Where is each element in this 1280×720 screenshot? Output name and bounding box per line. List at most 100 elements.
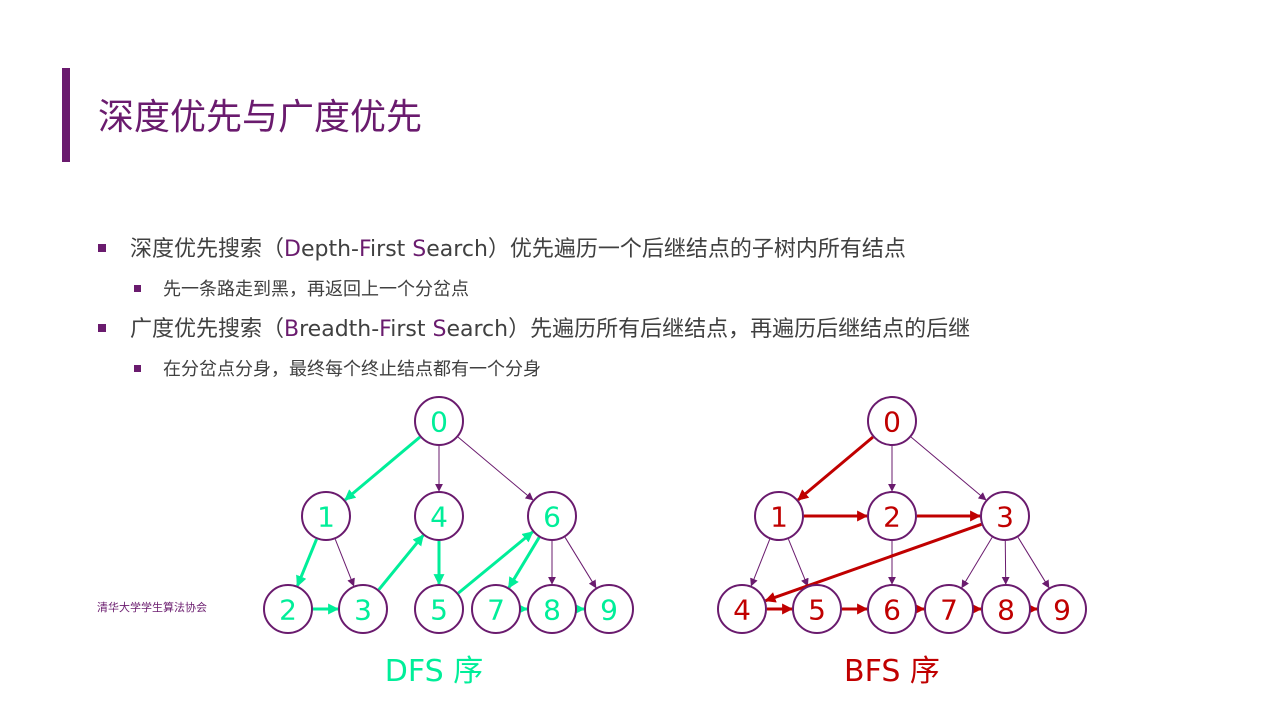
bullet-initial: F xyxy=(358,237,371,262)
dfs-order-edge-3-4 xyxy=(377,534,425,591)
bfs-order-edge-3-4 xyxy=(764,522,982,603)
bfs-node-8: 8 xyxy=(981,584,1031,634)
bfs-tree-edge-1-5 xyxy=(787,538,809,587)
dfs-node-9: 9 xyxy=(584,584,634,634)
dfs-node-circle xyxy=(584,584,634,634)
bfs-node-label: 4 xyxy=(733,594,751,627)
bullet-text: 广度优先搜索（ xyxy=(130,317,285,342)
dfs-node-2: 2 xyxy=(263,584,313,634)
bfs-node-circle xyxy=(792,584,842,634)
title-accent-bar xyxy=(62,68,70,162)
bfs-node-label: 7 xyxy=(940,594,958,627)
bfs-tree-edge-0-3 xyxy=(910,436,987,501)
dfs-node-label: 6 xyxy=(543,501,561,534)
dfs-node-label: 1 xyxy=(317,501,335,534)
dfs-node-label: 8 xyxy=(543,594,561,627)
dfs-tree-edge-0-6 xyxy=(457,436,534,501)
bfs-node-circle xyxy=(924,584,974,634)
dfs-node-label: 5 xyxy=(430,594,448,627)
bullet-square-icon xyxy=(98,324,106,332)
dfs-node-circle xyxy=(414,491,464,541)
bullet-list: 深度优先搜索（Depth-First Search）优先遍历一个后继结点的子树内… xyxy=(98,230,970,390)
bullet-text: 在分岔点分身，最终每个终止结点都有一个分身 xyxy=(163,359,541,380)
bfs-tree-edge-3-9 xyxy=(1017,537,1050,589)
bullet-square-icon xyxy=(134,284,141,292)
dfs-node-label: 2 xyxy=(279,594,297,627)
dfs-tree-edge-1-3 xyxy=(334,539,355,587)
dfs-order-edge-6-7 xyxy=(507,536,541,589)
bfs-node-9: 9 xyxy=(1037,584,1087,634)
bfs-node-5: 5 xyxy=(792,584,842,634)
bullet-text: 深度优先搜索（ xyxy=(130,237,285,262)
bfs-tree-edge-3-7 xyxy=(961,537,993,589)
dfs-node-label: 4 xyxy=(430,501,448,534)
dfs-node-circle xyxy=(338,584,388,634)
bullet-text: epth- xyxy=(300,237,359,262)
dfs-node-circle xyxy=(263,584,313,634)
bfs-node-circle xyxy=(754,491,804,541)
bfs-node-label: 2 xyxy=(883,501,901,534)
dfs-node-6: 6 xyxy=(527,491,577,541)
dfs-node-label: 3 xyxy=(354,594,372,627)
bullet-initial: S xyxy=(432,317,447,342)
dfs-node-4: 4 xyxy=(414,491,464,541)
bfs-caption: BFS 序 xyxy=(844,654,940,689)
dfs-node-8: 8 xyxy=(527,584,577,634)
dfs-node-label: 9 xyxy=(600,594,618,627)
bullet-text: earch xyxy=(446,317,509,342)
bullet-text: earch xyxy=(426,237,488,262)
bullet-initial: D xyxy=(284,237,301,262)
bfs-order-edge-0-1 xyxy=(797,435,874,502)
dfs-order-edge-0-1 xyxy=(344,435,421,502)
bullet-text: irst xyxy=(370,237,413,262)
dfs-node-5: 5 xyxy=(414,584,464,634)
slide-title: 深度优先与广度优先 xyxy=(98,97,423,138)
bfs-node-1: 1 xyxy=(754,491,804,541)
bfs-node-circle xyxy=(867,584,917,634)
bullet-text: ）先遍历所有后继结点，再遍历后继结点的后继 xyxy=(508,317,971,342)
bullet-dfs: 深度优先搜索（Depth-First Search）优先遍历一个后继结点的子树内… xyxy=(98,230,970,270)
footer-org: 清华大学学生算法协会 xyxy=(97,601,207,614)
bfs-node-label: 8 xyxy=(997,594,1015,627)
bfs-node-label: 3 xyxy=(996,501,1014,534)
bfs-node-0: 0 xyxy=(867,396,917,446)
bullet-square-icon xyxy=(98,244,106,252)
bullet-text: readth- xyxy=(299,317,380,342)
bullet-text: irst xyxy=(390,317,433,342)
bfs-node-3: 3 xyxy=(980,491,1030,541)
dfs-node-circle xyxy=(471,584,521,634)
bullet-initial: B xyxy=(284,317,300,342)
dfs-node-1: 1 xyxy=(301,491,351,541)
dfs-caption: DFS 序 xyxy=(385,654,483,689)
bfs-tree-edge-1-4 xyxy=(750,539,771,587)
bullet-bfs: 广度优先搜索（Breadth-First Search）先遍历所有后继结点，再遍… xyxy=(98,310,970,350)
bfs-node-7: 7 xyxy=(924,584,974,634)
dfs-node-circle xyxy=(414,396,464,446)
dfs-node-label: 7 xyxy=(487,594,505,627)
dfs-order-edge-5-6 xyxy=(457,530,534,595)
bfs-node-circle xyxy=(717,584,767,634)
sub-bullet-bfs: 在分岔点分身，最终每个终止结点都有一个分身 xyxy=(98,350,970,390)
bfs-node-label: 5 xyxy=(808,594,826,627)
bfs-node-circle xyxy=(981,584,1031,634)
dfs-order-edge-1-2 xyxy=(296,538,318,587)
bullet-text: ）优先遍历一个后继结点的子树内所有结点 xyxy=(487,237,906,262)
dfs-node-0: 0 xyxy=(414,396,464,446)
dfs-tree-edge-6-9 xyxy=(564,537,597,589)
bfs-node-circle xyxy=(980,491,1030,541)
dfs-node-3: 3 xyxy=(338,584,388,634)
bfs-node-6: 6 xyxy=(867,584,917,634)
bullet-initial: S xyxy=(412,237,427,262)
dfs-node-circle xyxy=(414,584,464,634)
bullet-initial: F xyxy=(379,317,391,342)
bfs-node-4: 4 xyxy=(717,584,767,634)
bullet-square-icon xyxy=(134,364,141,372)
dfs-node-circle xyxy=(301,491,351,541)
dfs-node-label: 0 xyxy=(430,406,448,439)
dfs-node-circle xyxy=(527,584,577,634)
bfs-node-circle xyxy=(867,396,917,446)
bfs-node-circle xyxy=(867,491,917,541)
